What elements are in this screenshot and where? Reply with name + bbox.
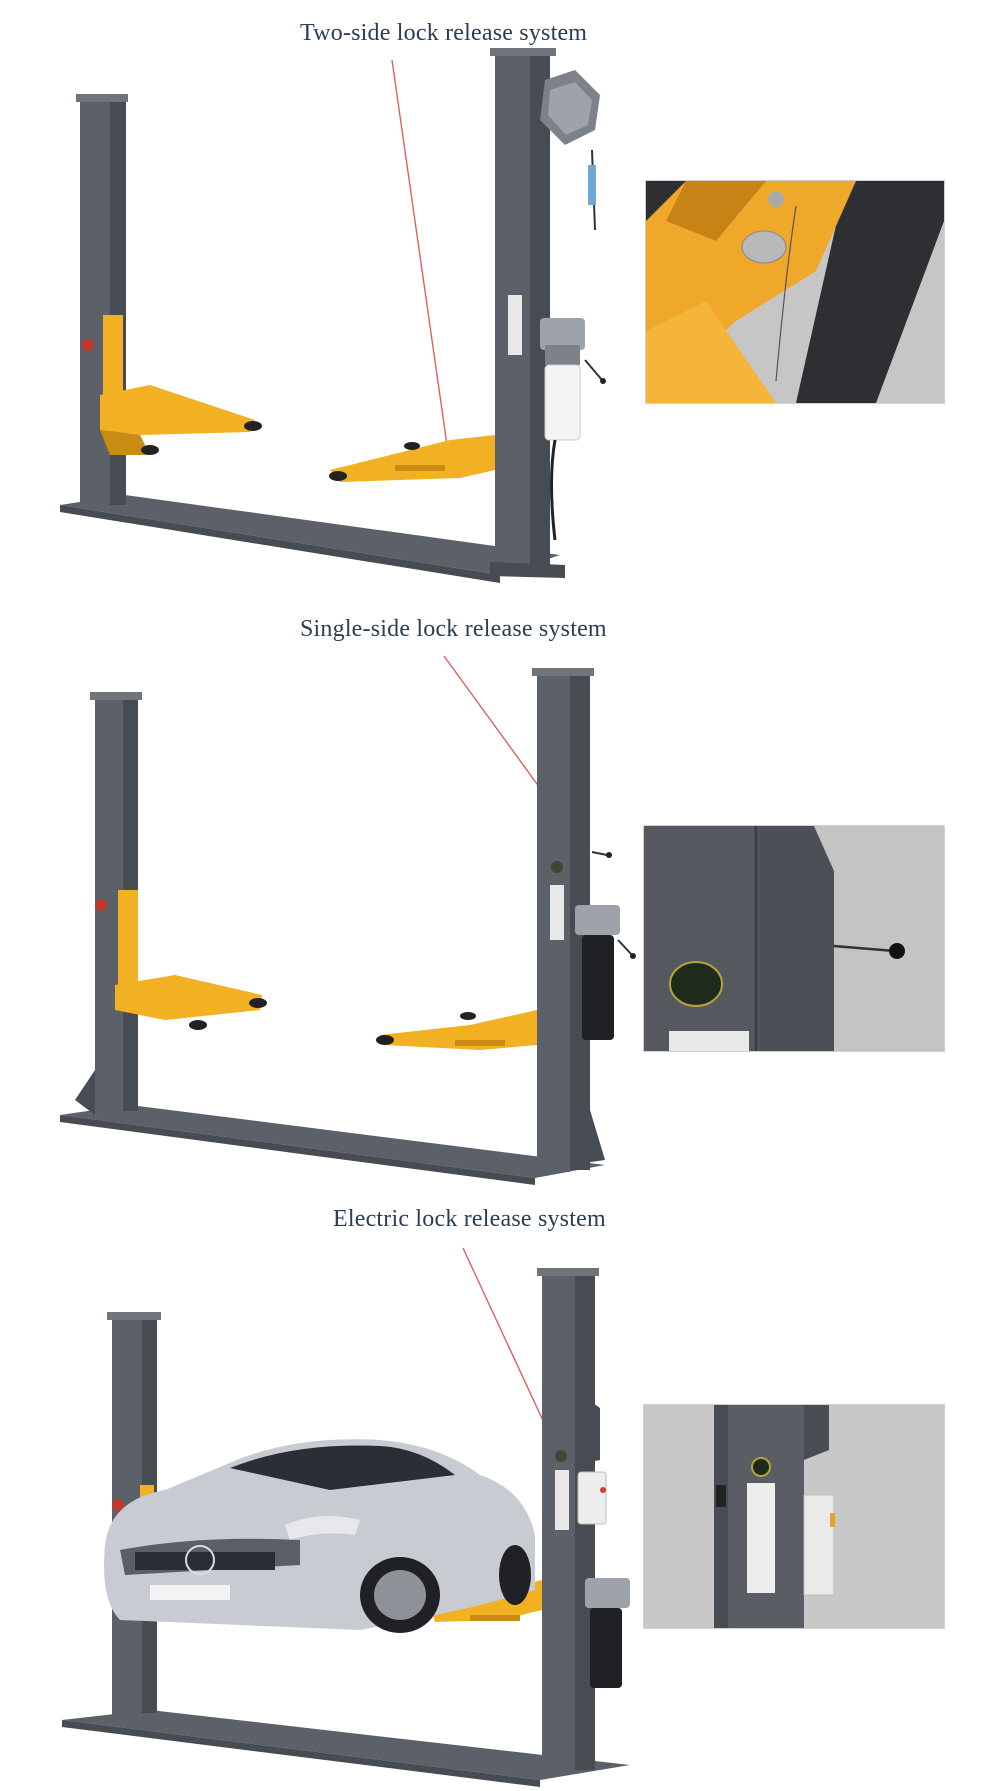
electric-control-box — [577, 1471, 607, 1525]
lift-arm-right — [376, 1010, 537, 1050]
close-up-single-side — [644, 826, 944, 1051]
warning-labels — [508, 295, 522, 355]
warning-labels — [550, 885, 564, 940]
close-up-two-side — [646, 181, 944, 403]
lock-release-handle — [591, 851, 608, 856]
lift-post-right — [537, 1268, 607, 1772]
lock-release-handle — [833, 944, 895, 953]
hydraulic-power-unit — [540, 318, 606, 541]
lift-arm-right — [329, 435, 495, 482]
lift-illustration-two-side — [60, 48, 606, 583]
hydraulic-power-unit — [585, 1578, 630, 1688]
detail-photo-two-side — [645, 180, 945, 404]
lift-arm-left — [115, 890, 267, 1030]
base-plate — [60, 1105, 605, 1178]
section-single-side: Single-side lock release system — [0, 600, 1000, 1190]
hydraulic-power-unit — [575, 905, 636, 1040]
lift-post-right — [532, 668, 612, 1172]
base-plate — [60, 495, 560, 575]
lift-post-right — [490, 48, 565, 578]
car — [104, 1439, 535, 1633]
base-plate — [62, 1710, 630, 1780]
caption-electric: Electric lock release system — [333, 1206, 606, 1232]
section-electric: Electric lock release system — [0, 1190, 1000, 1791]
lift-arm-left — [100, 315, 262, 455]
detail-photo-single-side — [643, 825, 945, 1052]
caption-single-side: Single-side lock release system — [300, 616, 607, 642]
lift-illustration-single-side — [60, 655, 636, 1185]
pointer-line — [391, 59, 448, 446]
lift-illustration-electric — [62, 1247, 630, 1787]
detail-photo-electric — [643, 1404, 945, 1629]
close-up-electric — [644, 1405, 944, 1628]
caption-two-side: Two-side lock release system — [300, 20, 588, 46]
warning-labels — [555, 1470, 569, 1530]
section-two-side: Two-side lock release system — [0, 0, 1000, 600]
hose-reel — [540, 70, 600, 231]
